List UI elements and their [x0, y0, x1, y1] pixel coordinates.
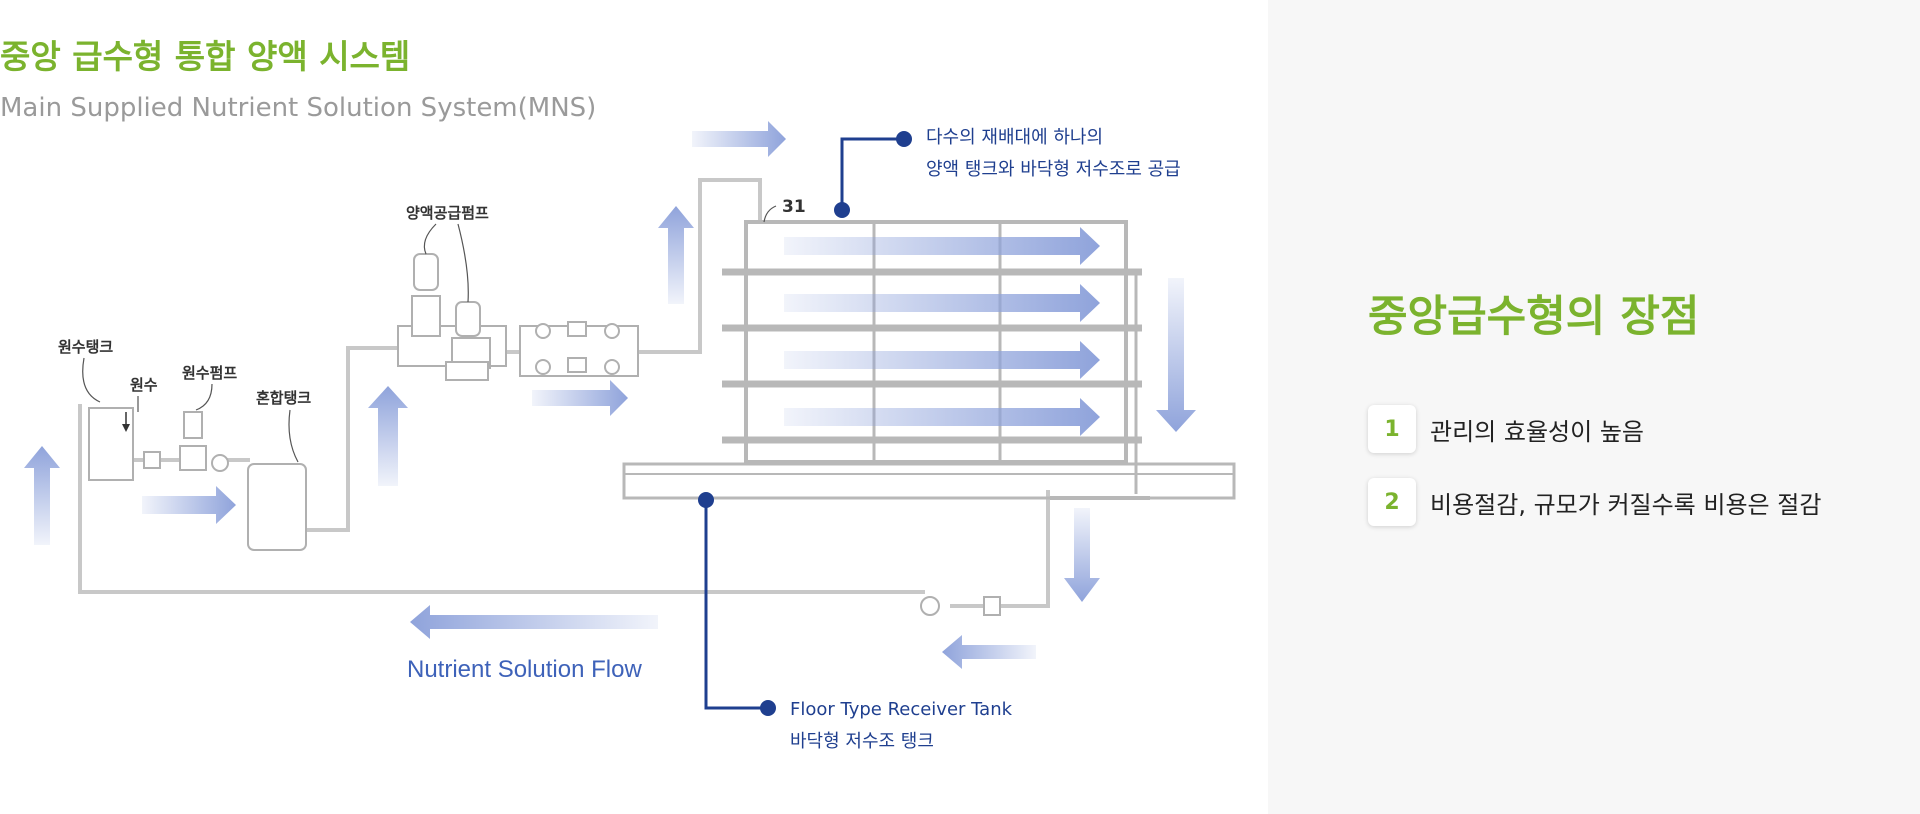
callout-top: 다수의 재배대에 하나의 양액 탱크와 바닥형 저수조로 공급	[926, 122, 1181, 186]
supply-pump	[397, 253, 507, 381]
flow-arrows	[24, 121, 1196, 669]
callout-dot-tank	[698, 492, 714, 508]
advantages-panel: 중앙급수형의 장점 1 관리의 효율성이 높음 2 비용절감, 규모가 커질수록…	[1268, 0, 1920, 814]
callout-bottom-line2: 바닥형 저수조 탱크	[790, 731, 934, 752]
advantages-title: 중앙급수형의 장점	[1368, 292, 1700, 342]
return-pump	[920, 596, 1001, 616]
list-item: 2 비용절감, 규모가 커질수록 비용은 절감	[1368, 477, 1821, 527]
nutrient-system-diagram: 원수탱크 원수 원수펌프 혼합탱크 양액공급펌프 31	[24, 121, 1236, 716]
label-supply-pump: 양액공급펌프	[406, 204, 489, 222]
raw-water-pump	[143, 411, 229, 472]
advantage-text: 비용절감, 규모가 커질수록 비용은 절감	[1430, 490, 1822, 519]
valve-assembly	[519, 321, 639, 377]
page-title: 중앙 급수형 통합 양액 시스템	[0, 37, 411, 76]
number-badge: 2	[1368, 478, 1416, 526]
label-pipe-number: 31	[782, 197, 806, 217]
cultivation-rack	[622, 220, 1236, 500]
advantage-text: 관리의 효율성이 높음	[1430, 417, 1644, 446]
number-badge: 1	[1368, 405, 1416, 453]
callout-bottom: Floor Type Receiver Tank 바닥형 저수조 탱크	[790, 694, 1012, 758]
callout-dot-bottom	[760, 700, 776, 716]
callout-bottom-line1: Floor Type Receiver Tank	[790, 699, 1013, 720]
list-item: 1 관리의 효율성이 높음	[1368, 404, 1821, 454]
callout-top-line2: 양액 탱크와 바닥형 저수조로 공급	[926, 159, 1181, 180]
callout-connectors	[704, 137, 904, 710]
callout-dot-top	[896, 131, 912, 147]
callout-top-line1: 다수의 재배대에 하나의	[926, 127, 1104, 148]
label-mixing-tank: 혼합탱크	[256, 389, 311, 407]
mixing-tank	[247, 463, 307, 551]
label-raw-pump: 원수펌프	[182, 364, 237, 382]
advantages-list: 1 관리의 효율성이 높음 2 비용절감, 규모가 커질수록 비용은 절감	[1368, 404, 1821, 550]
label-source-tank: 원수탱크	[58, 338, 113, 356]
page-subtitle: Main Supplied Nutrient Solution System(M…	[0, 93, 597, 123]
flow-label: Nutrient Solution Flow	[407, 656, 642, 683]
source-tank	[88, 407, 134, 481]
diagram-section: 중앙 급수형 통합 양액 시스템 Main Supplied Nutrient …	[0, 37, 1236, 758]
label-raw-water: 원수	[130, 376, 158, 394]
callout-dot-rack	[834, 202, 850, 218]
